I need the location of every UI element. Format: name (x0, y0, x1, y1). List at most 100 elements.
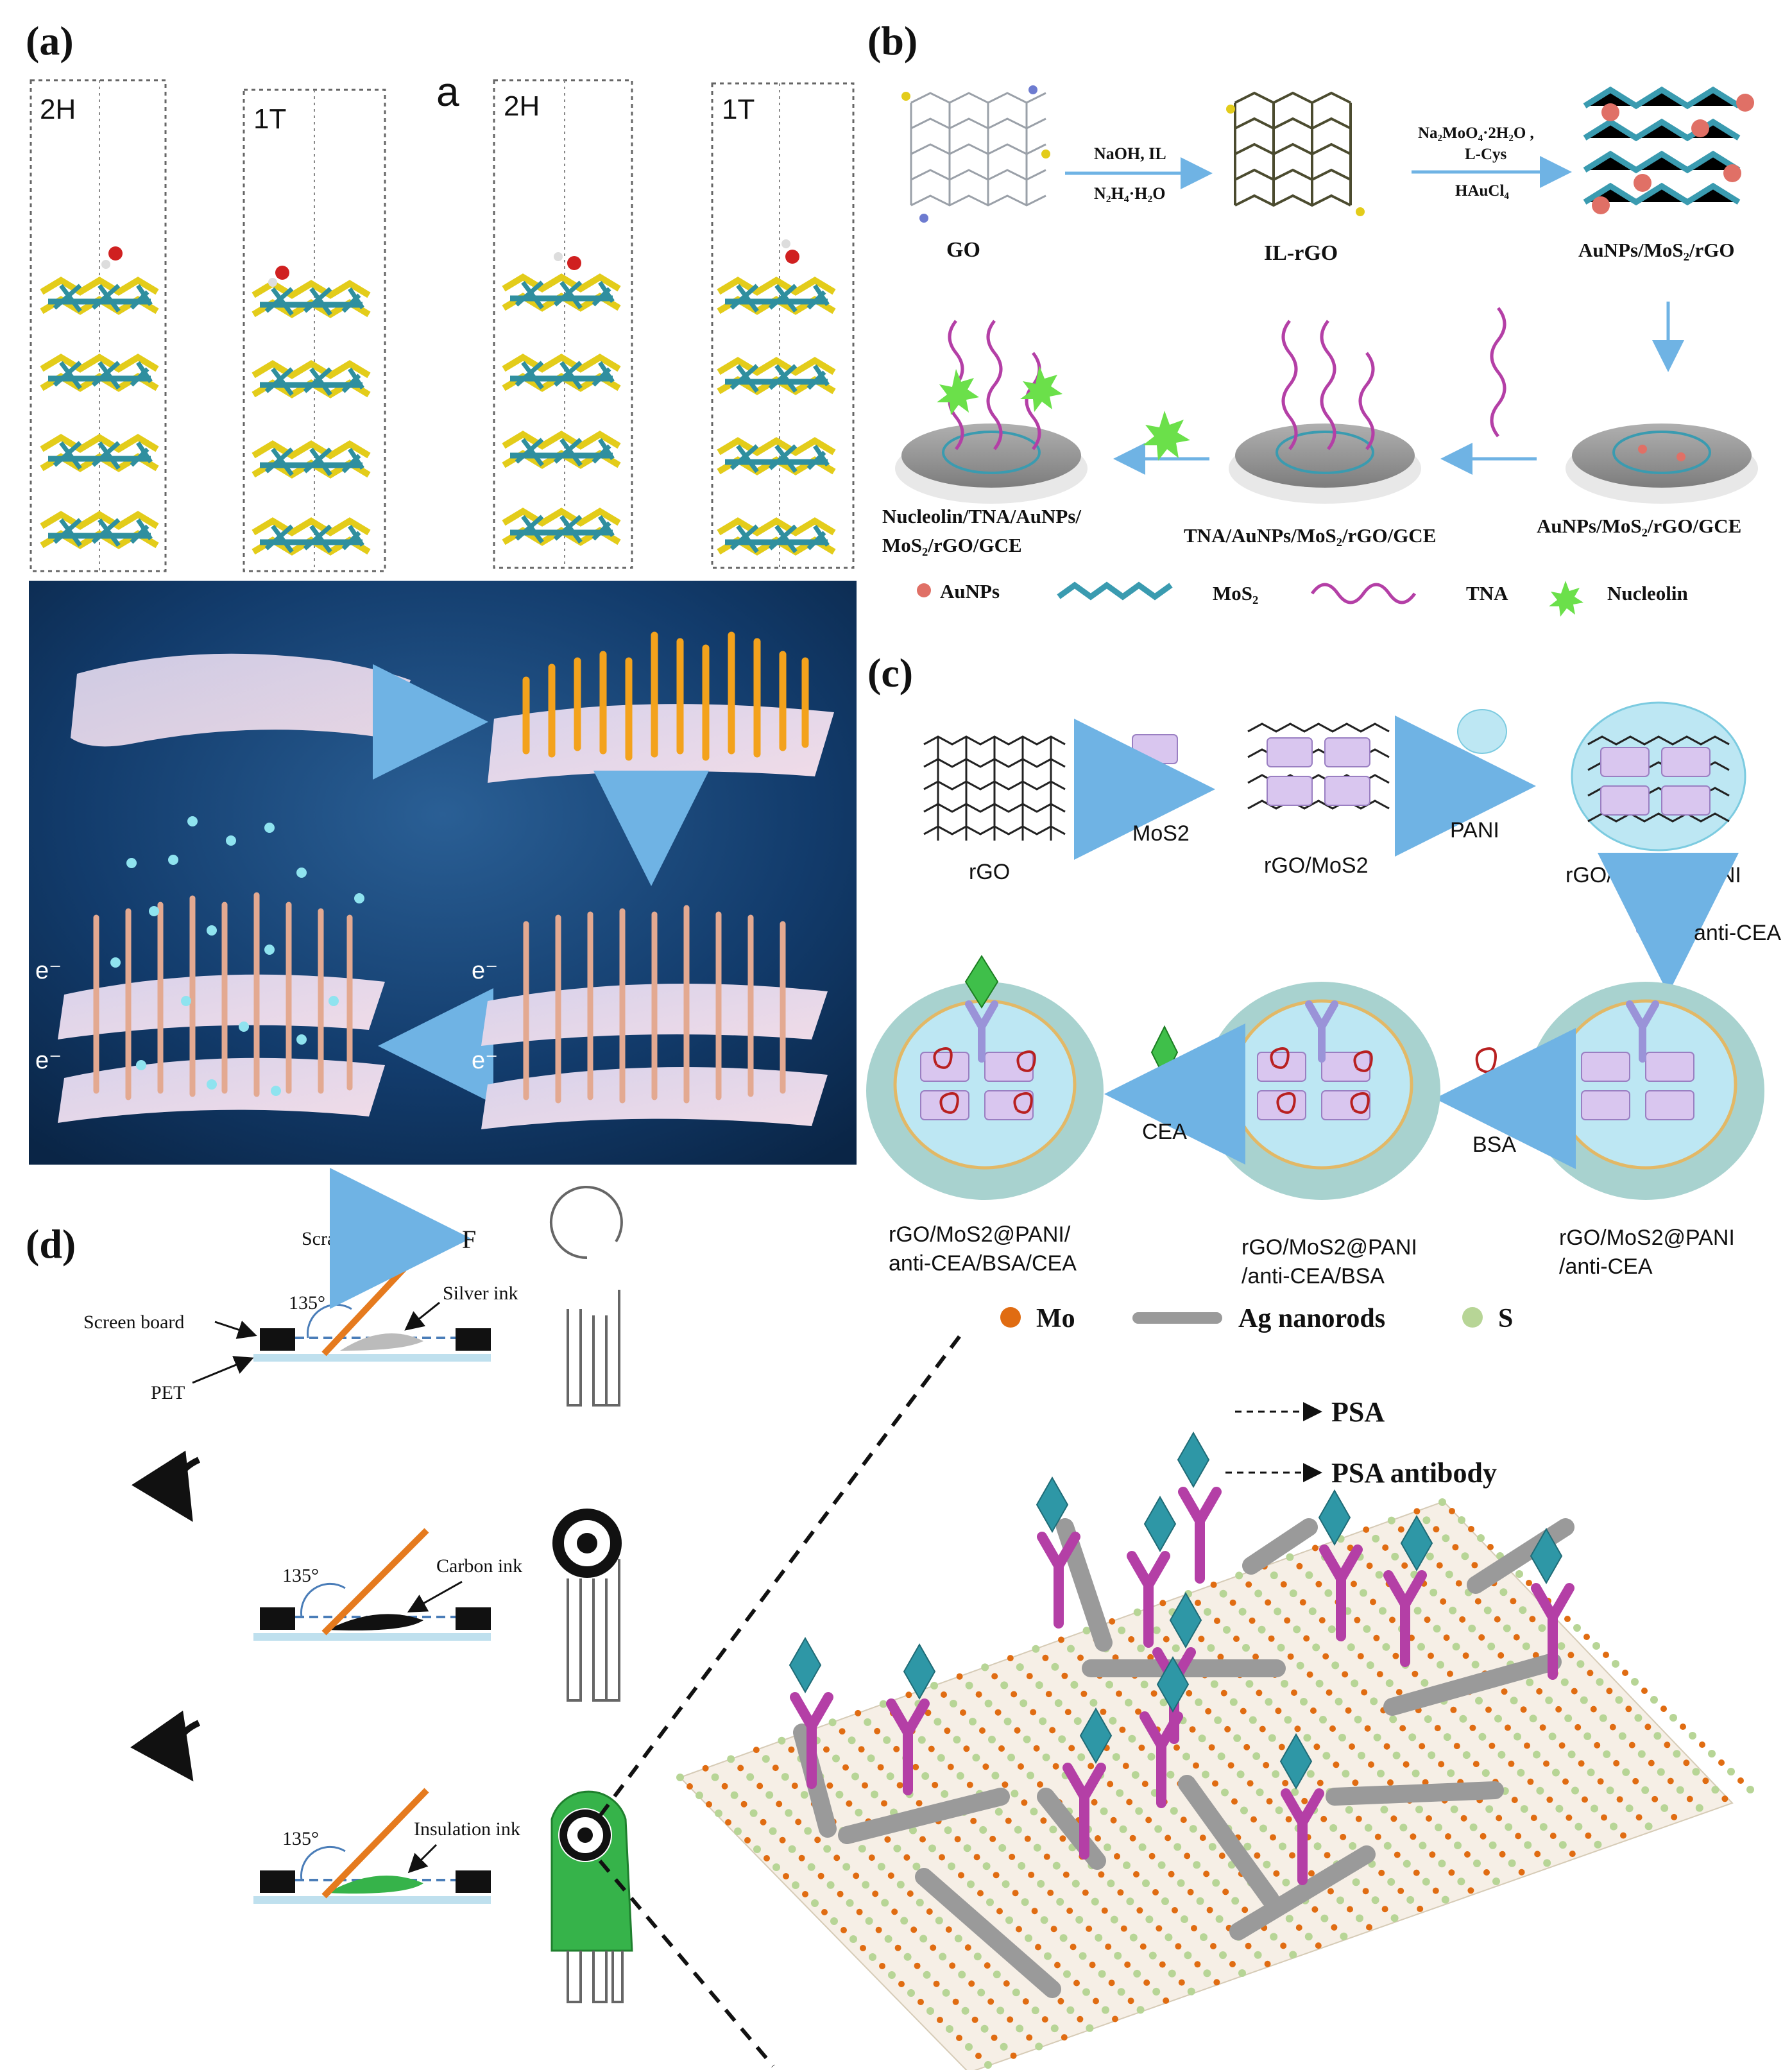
mo-atom (1003, 1980, 1010, 1987)
s-atom (1027, 1772, 1034, 1779)
s-atom (1517, 1768, 1525, 1777)
mo-atom (887, 1872, 894, 1879)
legend-mos2: MoS₂ (1213, 582, 1258, 604)
s-atom (1727, 1768, 1735, 1775)
s-atom (991, 1772, 1000, 1780)
mo-atom (1136, 1907, 1143, 1914)
s-atom (1475, 1697, 1483, 1705)
s-atom (749, 1809, 758, 1817)
s-atom (1040, 1916, 1048, 1924)
electrode-c1-label-2: anti-CEA/BSA/CEA (889, 1251, 1077, 1276)
s-atom (1258, 1625, 1266, 1634)
mo-atom (1494, 1616, 1501, 1623)
mo-atom (1546, 1796, 1553, 1803)
mo-atom (1058, 1636, 1064, 1643)
electrode-b1 (895, 320, 1088, 504)
s-atom (937, 1754, 945, 1762)
mo-atom (1474, 1598, 1481, 1605)
mo-atom (1399, 1725, 1406, 1732)
electron-label-1: e⁻ (35, 957, 62, 984)
mo-atom (1256, 1689, 1263, 1697)
s-atom (1399, 1824, 1408, 1832)
mos2-label: MoS2 (1132, 821, 1190, 846)
s-atom (1445, 1570, 1453, 1578)
s-atom (765, 1791, 774, 1799)
zoom-line-bottom (598, 1860, 775, 2067)
s-atom (1118, 1626, 1126, 1634)
mo-atom (1068, 1745, 1075, 1752)
mo-atom (1049, 1727, 1056, 1734)
s-atom (1240, 1806, 1248, 1815)
mo-atom (1543, 1760, 1549, 1767)
rgo-mos2-pani-sphere (1571, 701, 1746, 851)
s-atom (1238, 1969, 1246, 1977)
mo-atom (1109, 1618, 1116, 1625)
mo-atom (1007, 2016, 1014, 2023)
angle-label-3: 135° (282, 1828, 319, 1849)
mo-atom (1254, 1852, 1261, 1859)
tna-strand-free (1490, 307, 1506, 438)
s-atom (1212, 1879, 1220, 1887)
s-atom (1375, 1571, 1383, 1579)
s-atom (1254, 1951, 1262, 1959)
s-atom (727, 1755, 735, 1763)
mo-atom (874, 1727, 881, 1734)
mo-atom (1299, 1599, 1306, 1606)
s-atom (1522, 1642, 1530, 1650)
crystal-cell-2: 1T (243, 89, 386, 572)
mo-atom (1468, 1526, 1474, 1532)
mo-atom (1505, 1724, 1511, 1731)
psa-antibody-complex (1062, 1707, 1113, 1860)
mo-atom (1376, 1671, 1383, 1678)
rgo-mos2-sheet (1247, 723, 1390, 810)
mo-atom (1680, 1724, 1686, 1730)
s-atom (1300, 1698, 1308, 1706)
step1-bottom: N₂H₄·H₂O (1094, 184, 1166, 203)
mo-atom (1326, 1689, 1333, 1696)
mo-atom (991, 2034, 998, 2041)
mo-atom (1345, 1707, 1352, 1714)
s-atom (1145, 1915, 1154, 1924)
mo-atom (956, 2035, 962, 2041)
s-atom (1379, 1607, 1387, 1615)
mo-atom (952, 1998, 959, 2005)
mo-atom (947, 1763, 954, 1770)
mo-atom (1524, 1742, 1530, 1749)
s-atom (1293, 1625, 1301, 1634)
mo-atom (975, 1691, 982, 1698)
s-atom (967, 1880, 975, 1888)
psa-antibody-complex (1127, 1495, 1177, 1648)
mo-atom (1186, 1689, 1193, 1697)
s-atom (1437, 1661, 1444, 1669)
crystal-cell-3: 2H (493, 79, 633, 569)
electrode-c2-label-2: /anti-CEA/BSA (1242, 1264, 1385, 1288)
s-atom (869, 1953, 876, 1961)
s-atom (1204, 1608, 1211, 1616)
s-atom (896, 1881, 905, 1889)
s-atom (1007, 1754, 1015, 1761)
psa-antibody-complex (789, 1636, 833, 1789)
s-atom (1459, 1715, 1467, 1723)
mo-atom (1508, 1760, 1515, 1767)
mo-atom (1233, 1636, 1240, 1642)
mo-atom (1052, 1763, 1059, 1770)
mo-atom (1667, 1777, 1674, 1784)
electron-label-2: e⁻ (35, 1047, 62, 1074)
anti-cea-icon (1626, 892, 1652, 934)
mo-atom (1613, 1759, 1620, 1766)
s-atom (1059, 1934, 1068, 1942)
mo-atom (1268, 1635, 1275, 1642)
mo-atom (1534, 1851, 1541, 1858)
mo-atom (964, 1944, 971, 1951)
s-atom (988, 1736, 996, 1743)
rgo-mos2-label: rGO/MoS2 (1264, 853, 1368, 878)
mo-atom (872, 1890, 879, 1897)
mo-atom (744, 1837, 751, 1843)
s-atom (1505, 1823, 1513, 1831)
mo-atom (1145, 1817, 1152, 1824)
mo-atom (1397, 1887, 1404, 1894)
s-atom (1447, 1769, 1455, 1777)
mo-atom (1644, 1724, 1651, 1731)
s-atom (1073, 1717, 1082, 1725)
electrode-b1-label-2: MoS₂/rGO/GCE (882, 534, 1022, 556)
